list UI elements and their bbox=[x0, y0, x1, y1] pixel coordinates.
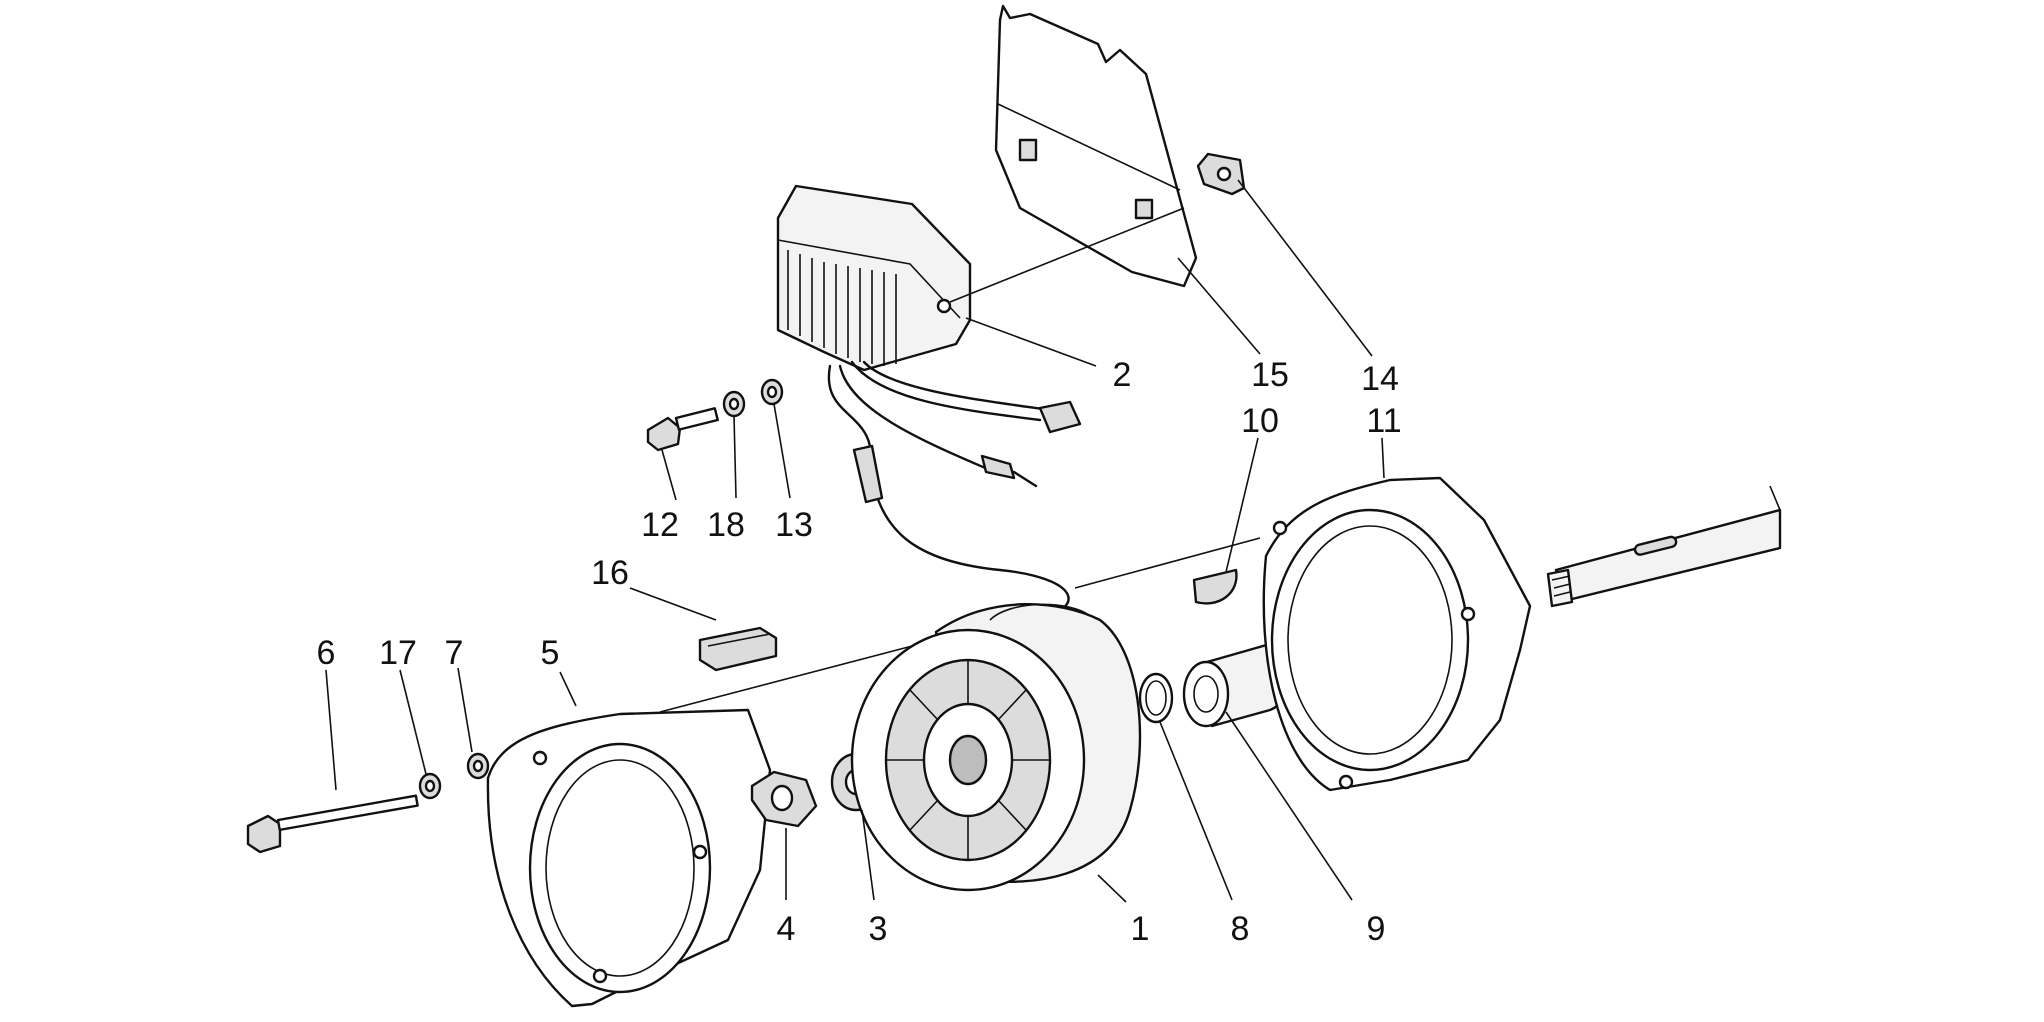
part-6-long-bolt bbox=[246, 794, 419, 854]
part-18-washer bbox=[722, 390, 746, 418]
callout-15: 15 bbox=[1251, 356, 1289, 394]
assembly-axis-line bbox=[659, 537, 1261, 713]
callout-9: 9 bbox=[1367, 910, 1386, 948]
part-1-stator bbox=[850, 603, 1142, 892]
callout-8: 8 bbox=[1231, 910, 1250, 948]
part-17-washer bbox=[418, 772, 442, 800]
callout-10: 10 bbox=[1241, 402, 1279, 440]
callout-5: 5 bbox=[541, 634, 560, 672]
callout-4: 4 bbox=[777, 910, 796, 948]
callout-labels: 1 2 3 4 5 6 7 8 9 10 11 12 13 14 15 16 1… bbox=[317, 356, 1402, 948]
leader-lines bbox=[325, 179, 1385, 903]
part-13-washer bbox=[760, 378, 784, 406]
callout-14: 14 bbox=[1361, 360, 1399, 398]
part-2-voltage-regulator bbox=[776, 184, 1185, 622]
part-4-nut bbox=[750, 770, 818, 828]
callout-12: 12 bbox=[641, 506, 679, 544]
callout-16: 16 bbox=[591, 554, 629, 592]
callout-13: 13 bbox=[775, 506, 813, 544]
part-10-woodruff-key bbox=[1192, 568, 1238, 605]
callout-2: 2 bbox=[1113, 356, 1132, 394]
crankshaft-end bbox=[1546, 485, 1782, 608]
part-11-rear-housing bbox=[1262, 476, 1532, 792]
callout-11: 11 bbox=[1366, 402, 1401, 440]
part-7-washer bbox=[466, 752, 490, 780]
part-14-clip bbox=[1196, 152, 1246, 196]
part-12-screw bbox=[646, 407, 719, 452]
part-15-mounting-plate bbox=[994, 4, 1198, 288]
part-16-grommet bbox=[698, 626, 778, 672]
part-5-front-cover bbox=[486, 708, 772, 1008]
callout-6: 6 bbox=[317, 634, 336, 672]
stator-pole-ring bbox=[884, 658, 1052, 862]
callout-1: 1 bbox=[1131, 910, 1150, 948]
callout-18: 18 bbox=[707, 506, 745, 544]
callout-7: 7 bbox=[445, 634, 464, 672]
callout-17: 17 bbox=[379, 634, 417, 672]
part-8-o-ring bbox=[1138, 672, 1174, 724]
callout-3: 3 bbox=[869, 910, 888, 948]
